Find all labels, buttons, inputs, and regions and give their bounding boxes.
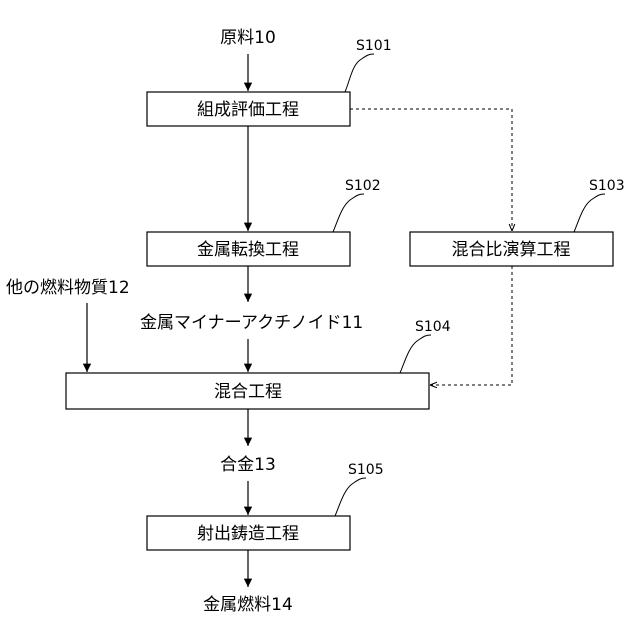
dashed-composition-to-ratio <box>350 109 512 231</box>
step-s105-label: S105 <box>348 462 384 478</box>
step-s104-label: S104 <box>415 319 451 335</box>
other-fuel-label: 他の燃料物質12 <box>6 278 130 298</box>
s103-leader-line <box>574 194 605 232</box>
metal-conversion-label: 金属転換工程 <box>197 240 299 260</box>
mixing-label: 混合工程 <box>214 382 282 402</box>
step-s102-label: S102 <box>345 178 381 194</box>
s102-leader-line <box>333 194 364 232</box>
step-s103-label: S103 <box>589 178 625 194</box>
s101-leader-line <box>345 54 374 92</box>
metal-fuel-label: 金属燃料14 <box>203 595 293 615</box>
metal-ma-label: 金属マイナーアクチノイド11 <box>140 313 363 333</box>
injection-casting-label: 射出鋳造工程 <box>197 524 299 544</box>
step-s101-label: S101 <box>356 38 392 54</box>
s105-leader-line <box>335 478 366 516</box>
mix-ratio-calc-label: 混合比演算工程 <box>452 240 571 260</box>
raw-material-label: 原料10 <box>220 28 276 48</box>
composition-eval-label: 組成評価工程 <box>197 100 299 120</box>
alloy-label: 合金13 <box>220 455 276 475</box>
s104-leader-line <box>400 335 431 373</box>
